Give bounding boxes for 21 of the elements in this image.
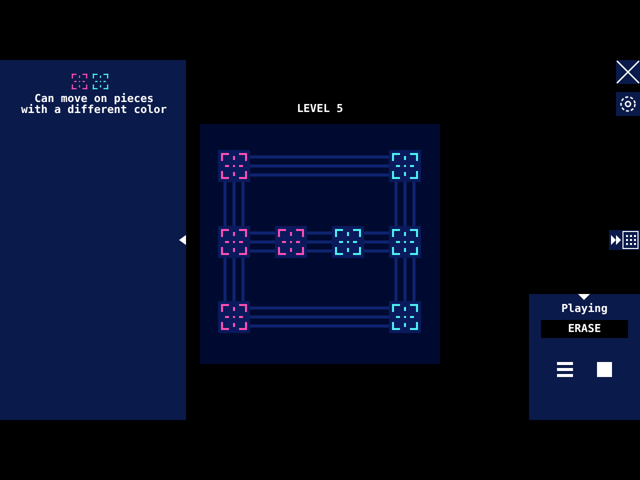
- track-line: [224, 180, 244, 228]
- game-piece: [275, 226, 307, 258]
- game-piece: [389, 301, 421, 333]
- track-line: [248, 232, 276, 252]
- game-piece: [389, 226, 421, 258]
- track-line: [362, 232, 390, 252]
- rule-text: Can move on pieces with a different color: [20, 93, 168, 115]
- track-line: [394, 256, 416, 302]
- game-piece: [218, 301, 250, 333]
- track-line: [248, 306, 390, 328]
- erase-button: ERASE: [541, 320, 628, 338]
- game-piece: [332, 226, 364, 258]
- game-piece: [218, 226, 250, 258]
- status-text: Playing: [560, 302, 609, 315]
- track-line: [306, 232, 334, 252]
- track-line: [394, 180, 416, 228]
- game-piece: [389, 150, 421, 182]
- track-line: [224, 256, 244, 302]
- game-piece: [218, 150, 250, 182]
- level-title: LEVEL 5: [296, 102, 344, 115]
- track-line: [248, 156, 390, 176]
